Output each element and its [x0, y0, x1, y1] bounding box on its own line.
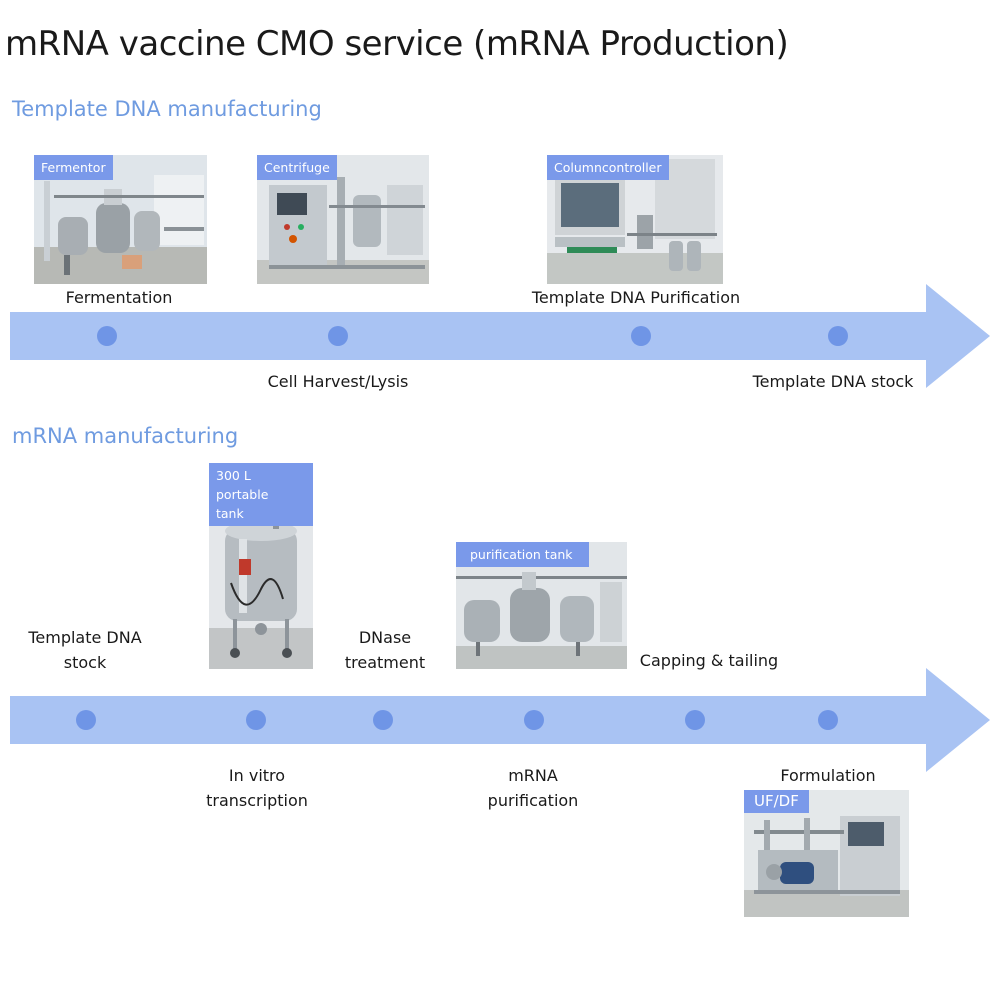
timeline-dot-cell-harvest: [328, 326, 348, 346]
step-label-mrna-purification: mRNA purification: [487, 766, 579, 810]
photo-tag: UF/DF: [744, 790, 809, 813]
timeline-dot-formulation: [818, 710, 838, 730]
portable-tank-photo: 300 L portable tank: [209, 463, 313, 669]
column-controller-photo: Columncontroller: [547, 155, 723, 284]
timeline-dot-template-dna-stock: [76, 710, 96, 730]
section-title-template-dna: Template DNA manufacturing: [12, 97, 322, 121]
timeline-dot-dnase-treatment: [373, 710, 393, 730]
fermentor-photo: Fermentor: [34, 155, 207, 284]
timeline-dot-in-vitro-transcription: [246, 710, 266, 730]
step-label-capping-tailing: Capping & tailing: [639, 651, 779, 670]
purification-tank-photo: purification tank: [456, 542, 627, 669]
step-label-cell-harvest-lysis: Cell Harvest/Lysis: [267, 372, 409, 391]
timeline-dot-template-dna-stock: [828, 326, 848, 346]
step-label-template-dna-stock: Template DNA stock: [752, 372, 914, 391]
timeline-dot-fermentation: [97, 326, 117, 346]
step-label-fermentation: Fermentation: [65, 288, 173, 307]
timeline-dot-template-dna-purification: [631, 326, 651, 346]
photo-tag: Columncontroller: [547, 155, 669, 180]
step-label-formulation: Formulation: [780, 766, 876, 785]
photo-tag: 300 L portable tank: [209, 463, 313, 526]
step-label-dnase-treatment: DNase treatment: [344, 628, 426, 672]
timeline-arrow-mrna: [10, 668, 990, 772]
timeline-arrow-template-dna: [10, 284, 990, 388]
ufdf-skid-illustration: [744, 790, 909, 917]
centrifuge-skid-illustration: [257, 155, 429, 284]
ufdf-photo: UF/DF: [744, 790, 909, 917]
step-label-template-dna-stock-mrna: Template DNA stock: [28, 628, 142, 672]
page-title: mRNA vaccine CMO service (mRNA Productio…: [5, 24, 789, 64]
timeline-dot-capping-tailing: [685, 710, 705, 730]
photo-tag: purification tank: [456, 542, 589, 567]
fermentor-room-illustration: [34, 155, 207, 284]
section-title-mrna: mRNA manufacturing: [12, 424, 239, 448]
step-label-in-vitro-transcription: In vitro transcription: [206, 766, 308, 810]
timeline-dot-mrna-purification: [524, 710, 544, 730]
photo-tag: Centrifuge: [257, 155, 337, 180]
centrifuge-photo: Centrifuge: [257, 155, 429, 284]
photo-tag: Fermentor: [34, 155, 113, 180]
step-label-template-dna-purification: Template DNA Purification: [531, 288, 741, 307]
